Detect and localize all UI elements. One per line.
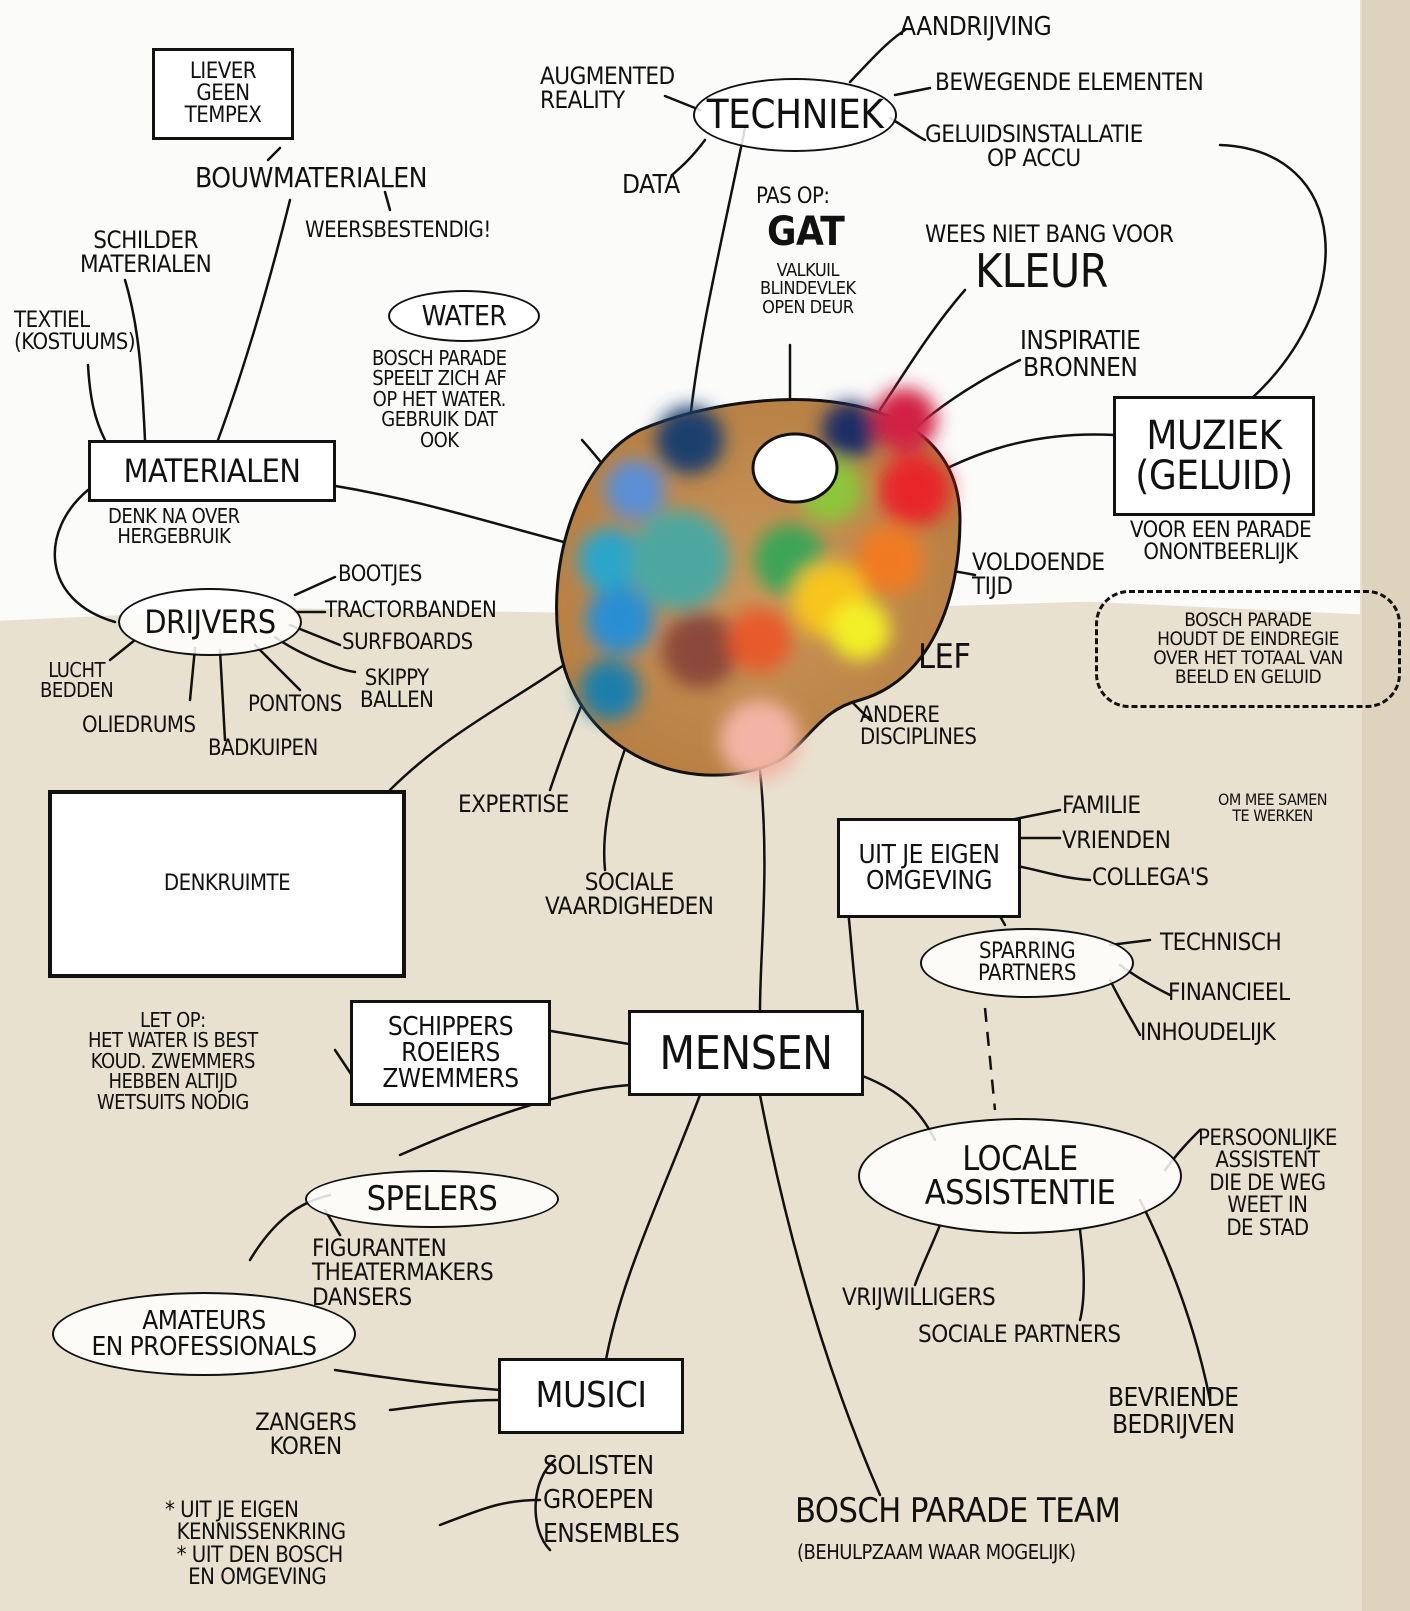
zangers-koren-label: ZANGERS KOREN: [255, 1408, 357, 1461]
bootjes-label: BOOTJES: [338, 562, 422, 587]
denkruimte-box: DENKRUIMTE: [48, 790, 406, 978]
wees-niet-bang-label: WEES NIET BANG VOOR: [925, 220, 1174, 248]
musici-sources-note: * UIT JE EIGEN KENNISSENKRING * UIT DEN …: [165, 1498, 346, 1591]
kleur-node: KLEUR: [975, 244, 1108, 298]
tractorbanden-label: TRACTORBANDEN: [325, 598, 497, 623]
pontons-label: PONTONS: [248, 692, 342, 717]
amateurs-node: AMATEURS EN PROFESSIONALS: [52, 1292, 356, 1376]
hergebruik-note: DENK NA OVER HERGEBRUIK: [108, 504, 240, 549]
data-label: DATA: [622, 170, 680, 200]
materialen-node: MATERIALEN: [88, 440, 336, 502]
inspiratie-bronnen-label: INSPIRATIE BRONNEN: [1020, 326, 1141, 383]
bosch-parade-team-node: BOSCH PARADE TEAM: [795, 1491, 1121, 1531]
sparring-partners-node: SPARRING PARTNERS: [920, 928, 1134, 998]
bouwmaterialen-label: BOUWMATERIALEN: [195, 161, 427, 194]
techniek-node: TECHNIEK: [693, 78, 897, 152]
om-mee-samen-note: OM MEE SAMEN TE WERKEN: [1218, 790, 1328, 826]
bewegende-elementen-label: BEWEGENDE ELEMENTEN: [935, 68, 1204, 96]
badkuipen-label: BADKUIPEN: [208, 736, 318, 761]
eindregie-note: BOSCH PARADE HOUDT DE EINDREGIE OVER HET…: [1095, 590, 1401, 708]
musici-node: MUSICI: [498, 1358, 684, 1434]
vrijwilligers-label: VRIJWILLIGERS: [842, 1283, 996, 1311]
textiel-label: TEXTIEL (KOSTUUMS): [14, 308, 136, 356]
solisten-groepen-ensembles-label: SOLISTEN GROEPEN ENSEMBLES: [543, 1451, 680, 1549]
familie-label: FAMILIE: [1062, 791, 1141, 819]
team-note: (BEHULPZAAM WAAR MOGELIJK): [797, 1540, 1076, 1564]
skippy-ballen-label: SKIPPY BALLEN: [360, 666, 434, 714]
water-node: WATER: [388, 290, 540, 342]
bevriende-bedrijven-label: BEVRIENDE BEDRIJVEN: [1108, 1383, 1239, 1440]
technisch-label: TECHNISCH: [1160, 928, 1282, 956]
augmented-reality-label: AUGMENTED REALITY: [540, 62, 675, 115]
paint-palette: [555, 388, 962, 780]
paper-edge: [1362, 0, 1410, 1611]
locale-assistentie-node: LOCALE ASSISTENTIE: [858, 1118, 1182, 1234]
liever-geen-tempex-box: LIEVER GEEN TEMPEX: [152, 48, 294, 140]
collegas-label: COLLEGA'S: [1092, 863, 1209, 891]
spelers-node: SPELERS: [305, 1170, 559, 1228]
financieel-label: FINANCIEEL: [1168, 978, 1290, 1006]
mensen-node: MENSEN: [628, 1010, 864, 1096]
pas-op-label: PAS OP:: [756, 184, 830, 209]
gat-node: GAT: [767, 209, 845, 255]
sociale-partners-label: SOCIALE PARTNERS: [918, 1320, 1121, 1348]
water-koud-note: LET OP: HET WATER IS BEST KOUD. ZWEMMERS…: [88, 1008, 258, 1114]
luchtbedden-label: LUCHT BEDDEN: [40, 658, 114, 703]
uit-je-eigen-omgeving-node: UIT JE EIGEN OMGEVING: [837, 818, 1021, 918]
voldoende-tijd-label: VOLDOENDE TIJD: [972, 548, 1105, 601]
schildermaterialen-label: SCHILDER MATERIALEN: [80, 226, 212, 279]
muziek-node: MUZIEK (GELUID): [1113, 396, 1315, 516]
schippers-node: SCHIPPERS ROEIERS ZWEMMERS: [350, 1000, 551, 1106]
muziek-note: VOOR EEN PARADE ONONTBEERLIJK: [1130, 518, 1312, 566]
water-note: BOSCH PARADE SPEELT ZICH AF OP HET WATER…: [372, 346, 507, 452]
geluidsinstallatie-label: GELUIDSINSTALLATIE OP ACCU: [925, 120, 1143, 173]
lef-label: LEF: [918, 637, 971, 677]
gat-note: VALKUIL BLINDEVLEK OPEN DEUR: [760, 260, 856, 318]
vrienden-label: VRIENDEN: [1062, 826, 1171, 854]
sociale-vaardigheden-label: SOCIALE VAARDIGHEDEN: [545, 868, 714, 921]
weersbestendig-label: WEERSBESTENDIG!: [305, 218, 491, 243]
spelers-items: FIGURANTEN THEATERMAKERS DANSERS: [312, 1234, 494, 1311]
inhoudelijk-label: INHOUDELIJK: [1140, 1018, 1276, 1046]
aandrijving-label: AANDRIJVING: [900, 12, 1052, 42]
drijvers-node: DRIJVERS: [118, 588, 302, 656]
andere-disciplines-label: ANDERE DISCIPLINES: [860, 703, 977, 751]
oliedrums-label: OLIEDRUMS: [82, 713, 196, 738]
expertise-label: EXPERTISE: [458, 790, 569, 818]
persoonlijke-assistent-note: PERSOONLIJKE ASSISTENT DIE DE WEG WEET I…: [1198, 1126, 1337, 1241]
surfboards-label: SURFBOARDS: [342, 630, 473, 655]
